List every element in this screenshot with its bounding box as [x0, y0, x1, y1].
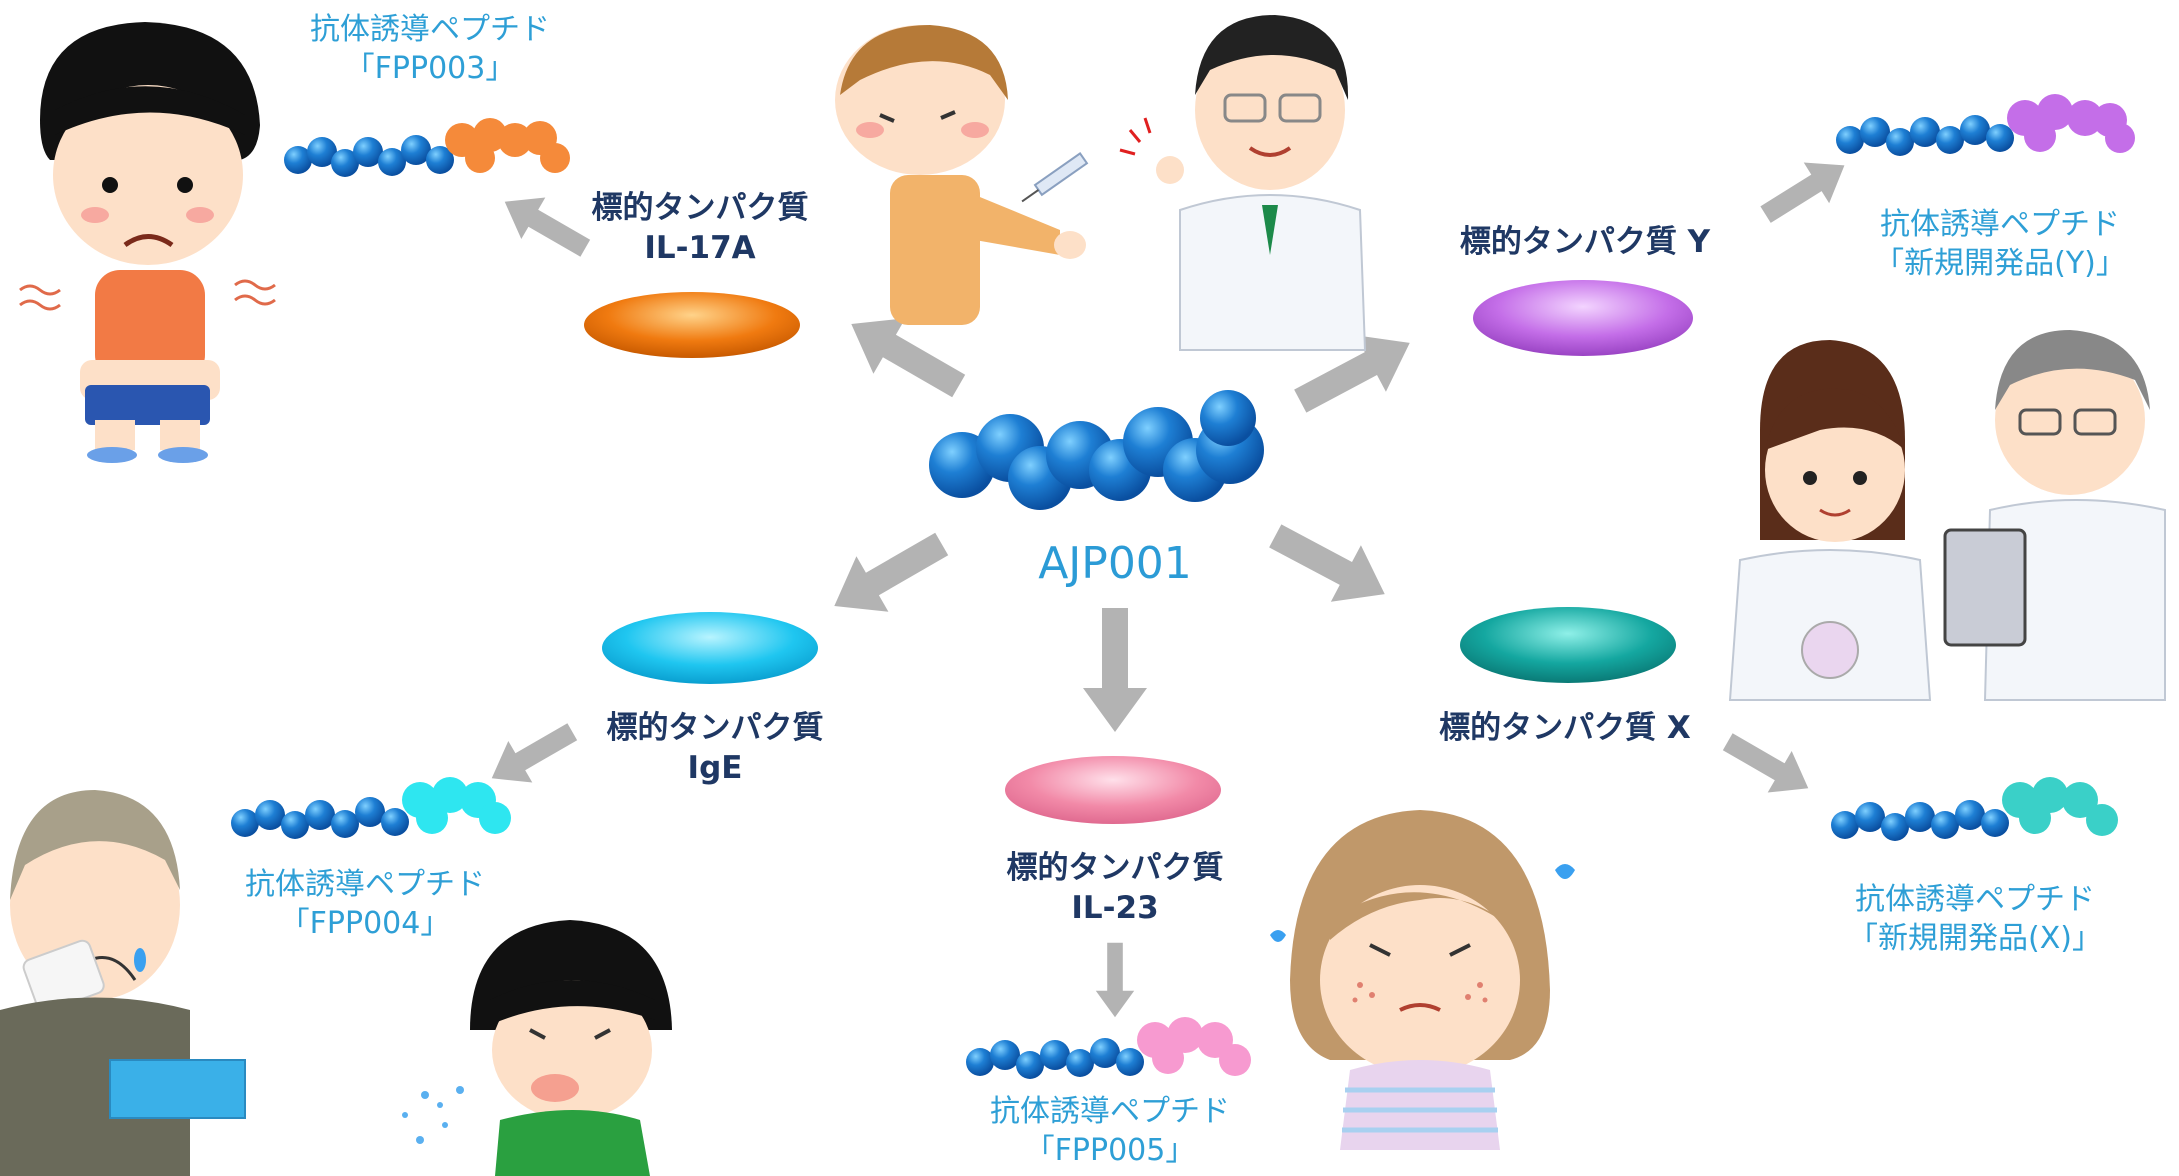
peptide-fpp005-line1: 抗体誘導ペプチド — [990, 1094, 1230, 1129]
peptide-newx-line1: 抗体誘導ペプチド — [1855, 882, 2095, 917]
target-x-line1: 標的タンパク質 X — [1439, 710, 1691, 746]
target-ige-ellipse — [602, 612, 818, 684]
arrow-il23-to-fpp005 — [1095, 942, 1135, 1018]
peptide-newx-label: 抗体誘導ペプチド 「新規開発品(X)」 — [1815, 880, 2135, 958]
ajp001-peptide-chain — [929, 390, 1264, 510]
newx-peptide-chain — [1831, 777, 2118, 841]
target-il17a-line1: 標的タンパク質 — [591, 190, 809, 226]
boy-rash-icon — [19, 22, 276, 463]
target-il23-line1: 標的タンパク質 — [1006, 850, 1224, 886]
peptide-fpp004-label: 抗体誘導ペプチド 「FPP004」 — [225, 865, 505, 943]
arrow-ige-to-fpp004 — [479, 710, 585, 800]
target-il17a-ellipse — [584, 292, 800, 358]
arrow-center-to-il23 — [1083, 608, 1147, 732]
center-label: AJP001 — [990, 535, 1240, 592]
fpp005-peptide-chain — [966, 1017, 1251, 1079]
target-y-label: 標的タンパク質 Y — [1430, 222, 1740, 262]
arrow-center-to-x — [1260, 507, 1400, 623]
peptide-newy-line1: 抗体誘導ペプチド — [1880, 207, 2120, 242]
old-man-allergy-icon — [0, 790, 246, 1176]
fpp004-peptide-chain — [231, 777, 511, 839]
boy-injection-icon — [835, 25, 1089, 325]
target-il17a-line2: IL-17A — [644, 230, 756, 267]
peptide-fpp003-line1: 抗体誘導ペプチド — [310, 12, 550, 47]
target-il23-line2: IL-23 — [1071, 890, 1159, 927]
researchers-icon — [1728, 330, 2166, 701]
peptide-fpp004-line1: 抗体誘導ペプチド — [245, 867, 485, 902]
target-ige-line2: IgE — [687, 750, 743, 787]
fpp003-peptide-chain — [284, 118, 570, 177]
arrow-center-to-ige — [818, 516, 958, 634]
target-ige-label: 標的タンパク質 IgE — [575, 708, 855, 789]
boy-sneeze-icon — [402, 920, 672, 1176]
peptide-fpp003-label: 抗体誘導ペプチド 「FPP003」 — [290, 10, 570, 88]
target-il17a-label: 標的タンパク質 IL-17A — [560, 188, 840, 269]
target-il23-label: 標的タンパク質 IL-23 — [975, 848, 1255, 929]
doctor-icon — [1119, 15, 1367, 351]
target-x-ellipse — [1460, 607, 1676, 683]
center-label-text: AJP001 — [1038, 538, 1192, 589]
target-ige-line1: 標的タンパク質 — [606, 710, 824, 746]
target-x-label: 標的タンパク質 X — [1410, 708, 1720, 748]
peptide-newx-line2: 「新規開発品(X)」 — [1848, 921, 2102, 956]
peptide-newy-line2: 「新規開発品(Y)」 — [1874, 246, 2126, 281]
peptide-fpp004-line2: 「FPP004」 — [279, 906, 451, 941]
target-y-ellipse — [1473, 280, 1693, 356]
peptide-fpp005-line2: 「FPP005」 — [1024, 1133, 1196, 1168]
target-il23-ellipse — [1005, 756, 1221, 824]
girl-acne-icon — [1270, 810, 1575, 1150]
peptide-newy-label: 抗体誘導ペプチド 「新規開発品(Y)」 — [1840, 205, 2160, 283]
target-y-line1: 標的タンパク質 Y — [1459, 224, 1711, 260]
peptide-fpp005-label: 抗体誘導ペプチド 「FPP005」 — [970, 1092, 1250, 1170]
newy-peptide-chain — [1836, 94, 2135, 156]
arrow-x-to-newx — [1715, 720, 1821, 810]
peptide-fpp003-line2: 「FPP003」 — [344, 51, 516, 86]
